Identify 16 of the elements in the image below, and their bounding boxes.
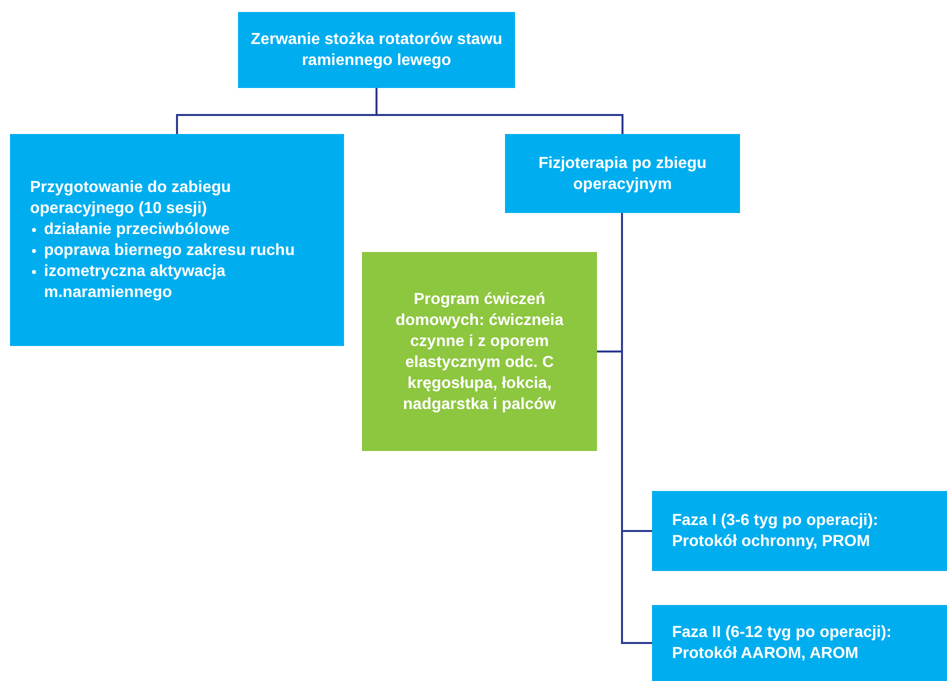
box-text: Faza II (6-12 tyg po operacji): Protokół AAROM, AROM [672,623,893,664]
box-text: Przygotowanie do zabiegu operacyjnego (10 sesji) [30,178,232,219]
bullet-text: działanie przeciwbólowe [44,220,230,240]
process-box [238,12,515,88]
bullet-text: izometryczna aktywacja m.naramiennego [44,262,226,303]
process-box [10,134,344,346]
box-text: Program ćwiczeń domowych: ćwiczneia czynne i z oporem elastycznym odc. C kręgosłupa, łokcia, nadgarstka i palców [394,290,565,414]
process-box [505,134,740,213]
connector-line [376,88,624,134]
process-box [652,491,947,571]
box-text: Fizjoterapia po zbiegu operacyjnym [537,154,708,194]
box-text: Zerwanie stożka rotatorów stawu ramiennego lewego [250,30,503,71]
process-box [362,252,597,451]
box-text: Faza I (3-6 tyg po operacji): Protokół ochronny, PROM [672,511,880,552]
process-box [652,605,947,681]
bullet-text: poprawa biernego zakresu ruchu [44,241,295,261]
